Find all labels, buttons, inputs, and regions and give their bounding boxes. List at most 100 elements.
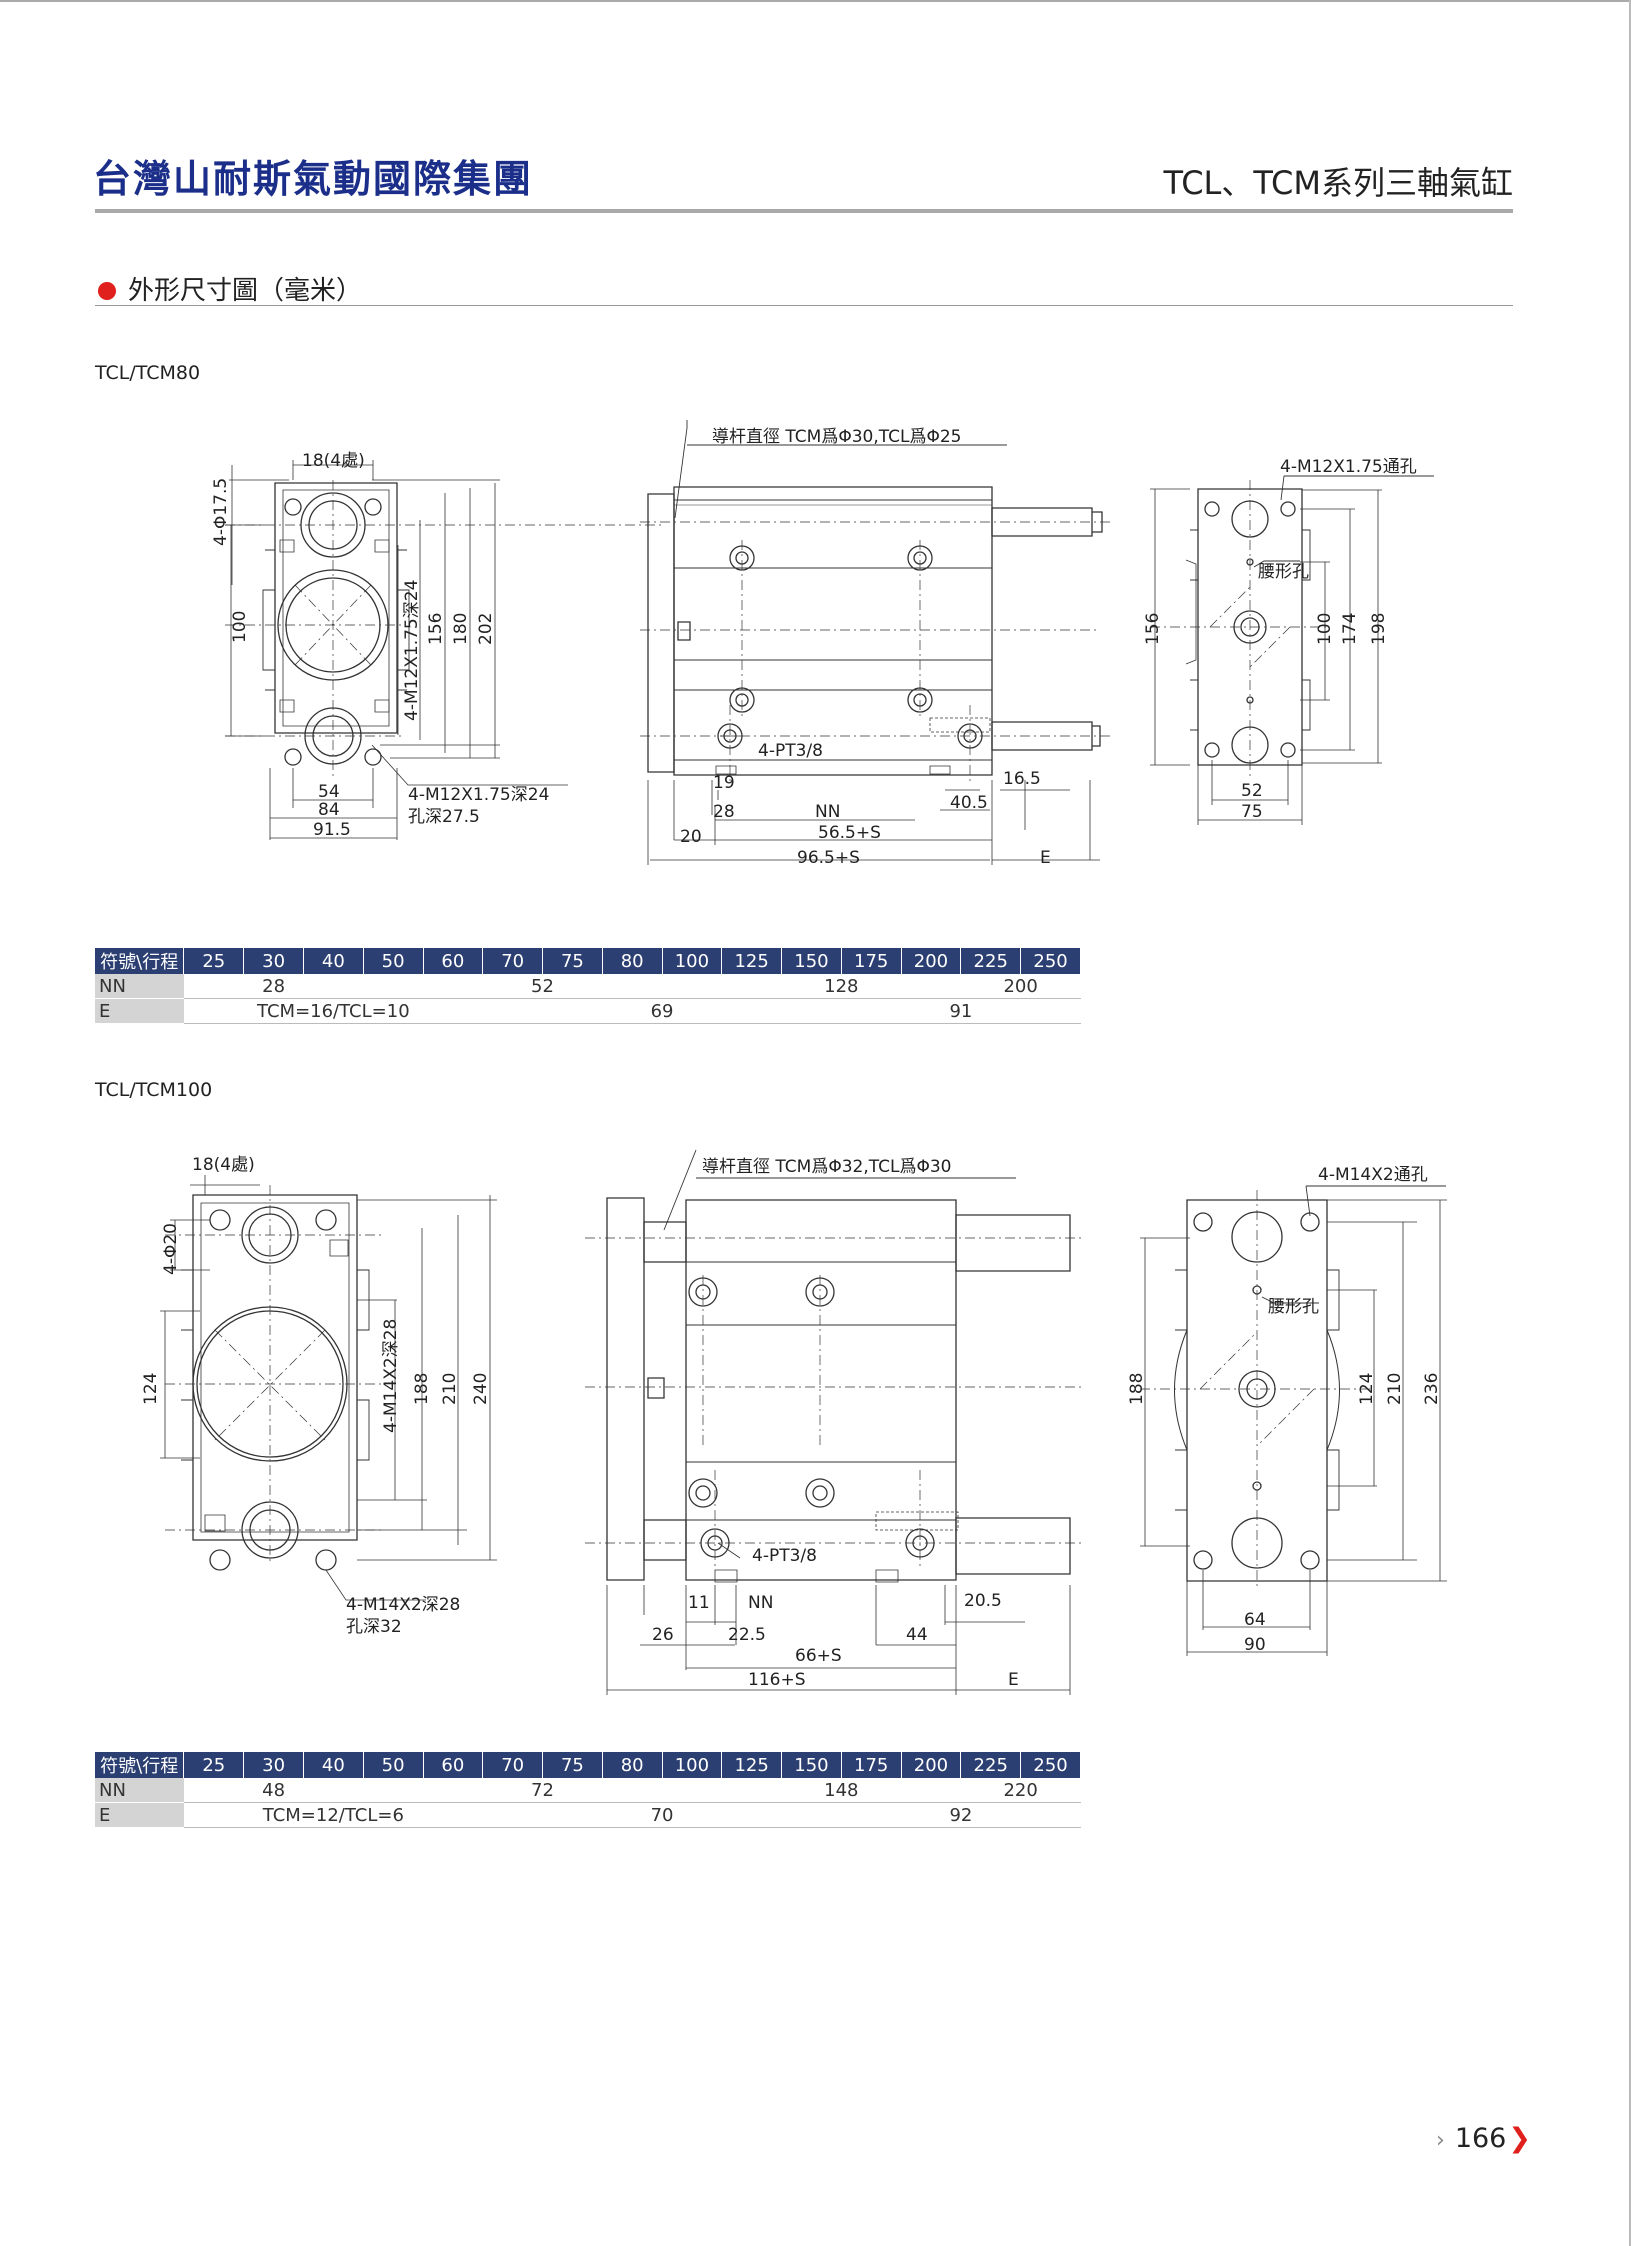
side-view-100	[606, 1197, 1071, 1583]
table80-header-cell: 75	[542, 948, 603, 974]
table100-header-cell: 250	[1020, 1752, 1081, 1778]
front80-d7: 202	[476, 613, 496, 645]
side80-port: 4-PT3/8	[758, 741, 823, 761]
front100-d6: 210	[440, 1373, 460, 1405]
page-number-block: › 166❯	[1436, 2123, 1531, 2154]
rear100-d2: 腰形孔	[1268, 1297, 1319, 1317]
side80-d4: 20	[680, 827, 702, 847]
table80-cell: 52	[363, 974, 722, 999]
table80-header-cell: 70	[482, 948, 544, 974]
table80-header-cell: 250	[1020, 948, 1081, 974]
rear80-d8: 75	[1241, 802, 1263, 822]
table80-nn-row: NN 28 52 128 200	[95, 974, 1081, 999]
rear100-d5: 210	[1385, 1373, 1405, 1405]
front100-d12: 孔深32	[346, 1617, 402, 1637]
table100-header-cell: 75	[542, 1752, 603, 1778]
table100-row-label: NN	[95, 1778, 184, 1803]
table80-header-cell: 25	[183, 948, 245, 974]
table80-cell: TCM=16/TCL=10	[183, 998, 483, 1024]
rear100-d7: 64	[1244, 1610, 1266, 1630]
front80-d6: 180	[451, 613, 471, 645]
table80-header-cell: 30	[243, 948, 304, 974]
rear80-d2: 腰形孔	[1258, 562, 1309, 582]
rear100-d8: 90	[1244, 1635, 1266, 1655]
side100-d3: 26	[652, 1625, 674, 1645]
table80-row-label: NN	[95, 974, 184, 999]
front100-d1: 18(4處)	[192, 1155, 255, 1175]
drawing-100: 18(4處) 4-Φ20 124 4-M14X2深28 188 210 240 …	[141, 1149, 1447, 1695]
table100-header-cell: 125	[721, 1752, 783, 1778]
table80-e-row: E TCM=16/TCL=10 69 91	[95, 998, 1081, 1024]
side100-d1: 11	[688, 1593, 710, 1613]
table100-header-cell: 25	[183, 1752, 245, 1778]
table100-header-cell: 150	[781, 1752, 842, 1778]
side80-d6: 96.5+S	[797, 848, 860, 868]
front80-d11: 4-M12X1.75深24	[408, 785, 549, 805]
side100-d6: 116+S	[748, 1670, 805, 1690]
bullet-dot-icon	[98, 282, 116, 300]
rear80-d5: 174	[1340, 613, 1360, 645]
rear80-d3: 156	[1143, 613, 1163, 645]
table100-header-cell: 70	[482, 1752, 544, 1778]
rear80-d7: 52	[1241, 781, 1263, 801]
side100-d2: NN	[748, 1593, 773, 1613]
table100-header-cell: 200	[901, 1752, 962, 1778]
side-view-80	[647, 486, 1103, 776]
front80-d9: 84	[318, 800, 340, 820]
side80-d7: E	[1040, 848, 1051, 868]
table100-header-cell: 225	[960, 1752, 1022, 1778]
table80-header-cell: 80	[602, 948, 663, 974]
front100-d11: 4-M14X2深28	[346, 1595, 460, 1615]
next-arrow-icon: ❯	[1508, 2123, 1531, 2154]
page-number: 166	[1454, 2123, 1507, 2154]
side100-d4: 22.5	[728, 1625, 766, 1645]
table80-header-cell: 50	[363, 948, 424, 974]
table100-row-label: E	[95, 1802, 184, 1828]
side80-note: 導杆直徑 TCM爲Φ30,TCL爲Φ25	[712, 427, 962, 447]
table80-header-cell: 125	[721, 948, 783, 974]
rear100-d3: 188	[1127, 1373, 1147, 1405]
series-title: TCL、TCM系列三軸氣缸	[1163, 164, 1513, 202]
table100-cell: TCM=12/TCL=6	[183, 1802, 483, 1828]
table100-header-row: 符號\行程 25 30 40 50 60 70 75 80 100 125 15…	[95, 1752, 1081, 1778]
table100-header-cell: 80	[602, 1752, 663, 1778]
table80-header-cell: 175	[841, 948, 902, 974]
side80-d5: 56.5+S	[818, 823, 881, 843]
table100-cell: 148	[721, 1778, 961, 1803]
side100-d7: E	[1008, 1670, 1019, 1690]
table100-e-row: E TCM=12/TCL=6 70 92	[95, 1802, 1081, 1828]
table80-cell: 200	[960, 974, 1081, 999]
table100-header-cell: 30	[243, 1752, 304, 1778]
rear100-d4: 124	[1357, 1373, 1377, 1405]
rear80-d6: 198	[1369, 613, 1389, 645]
rear100-d1: 4-M14X2通孔	[1318, 1165, 1428, 1185]
side100-d8: 20.5	[964, 1591, 1002, 1611]
side100-port: 4-PT3/8	[752, 1546, 817, 1566]
table80-cell: 28	[183, 974, 364, 999]
table80-header-cell: 150	[781, 948, 842, 974]
drawing-80: 18(4處) 4-Φ17.5 100 4-M12X1.75深24 156 180…	[211, 420, 1434, 868]
front80-d2: 4-Φ17.5	[211, 478, 231, 546]
header-rule	[95, 209, 1513, 213]
table100-cell: 72	[363, 1778, 722, 1803]
front100-d3: 124	[141, 1373, 161, 1405]
table80-header-row: 符號\行程 25 30 40 50 60 70 75 80 100 125 15…	[95, 948, 1081, 974]
table100-header-cell: 符號\行程	[95, 1752, 185, 1778]
rear100-d6: 236	[1422, 1373, 1442, 1405]
side100-d9: 44	[906, 1625, 928, 1645]
front100-d2: 4-Φ20	[161, 1223, 181, 1275]
table100-header-cell: 60	[423, 1752, 484, 1778]
table100-header-cell: 40	[303, 1752, 364, 1778]
table100-cell: 92	[841, 1802, 1081, 1828]
side80-d3: NN	[815, 802, 840, 822]
section-rule	[95, 305, 1513, 306]
table80-cell: 69	[482, 998, 842, 1024]
side80-d9: 40.5	[950, 793, 988, 813]
front80-d12: 孔深27.5	[408, 807, 480, 827]
right-border	[1629, 0, 1631, 2246]
front100-d5: 188	[412, 1373, 432, 1405]
front80-d4: 4-M12X1.75深24	[402, 580, 422, 721]
front80-d5: 156	[426, 613, 446, 645]
prev-chevron-icon: ›	[1436, 2128, 1445, 2153]
front80-d3: 100	[230, 611, 250, 643]
